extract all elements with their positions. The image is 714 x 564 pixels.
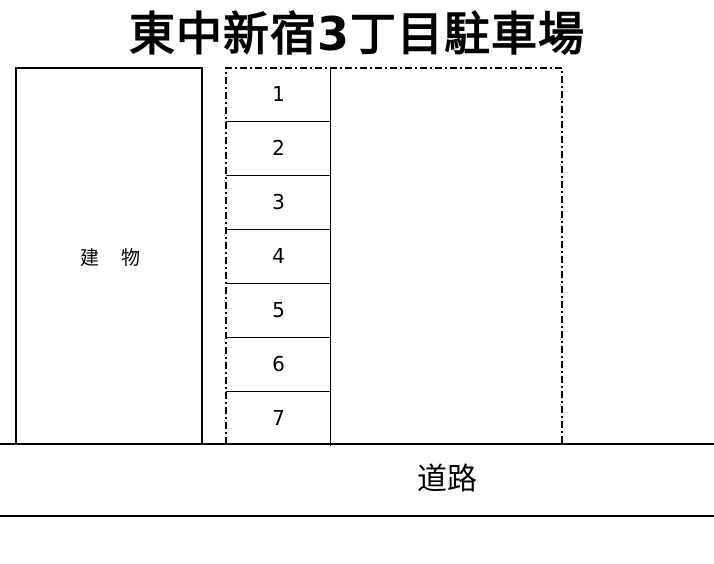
- parking-space-number: 2: [272, 136, 285, 160]
- parking-lot-boundary: [225, 67, 563, 444]
- parking-space: 2: [226, 122, 331, 176]
- parking-space: 6: [226, 338, 331, 392]
- road-label: 道路: [417, 462, 477, 497]
- building-label: 建物: [79, 247, 162, 269]
- parking-space-number: 7: [272, 406, 285, 430]
- parking-space-number: 3: [272, 190, 285, 214]
- parking-space-number: 6: [272, 352, 285, 376]
- parking-space: 5: [226, 284, 331, 338]
- road-edge-top: [0, 443, 714, 445]
- parking-space: 4: [226, 230, 331, 284]
- parking-space: 3: [226, 176, 331, 230]
- parking-lot-title: 東中新宿3丁目駐車場: [128, 7, 585, 61]
- lot-dashed-outline: [225, 67, 563, 444]
- road-edge-bottom: [0, 515, 714, 517]
- parking-space-number: 1: [272, 82, 285, 106]
- parking-space-number: 4: [272, 244, 285, 268]
- parking-space: 7: [226, 392, 331, 446]
- parking-space-number: 5: [272, 298, 285, 322]
- building-outline: [15, 67, 203, 443]
- parking-space: 1: [226, 68, 331, 122]
- parking-space-column: 1 2 3 4 5 6 7: [226, 68, 331, 446]
